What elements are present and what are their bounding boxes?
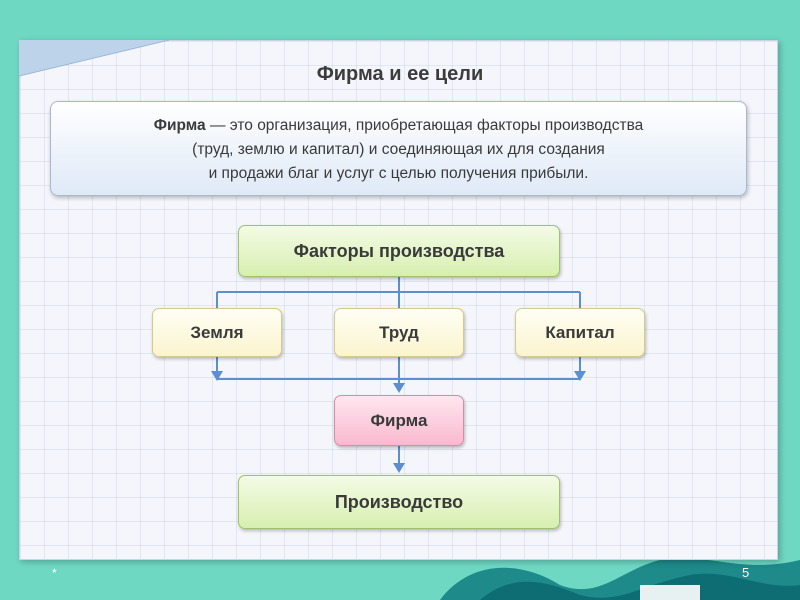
definition-box: Фирма — это организация, приобретающая ф… — [50, 101, 747, 196]
node-factors-of-production: Факторы производства — [238, 225, 560, 277]
node-production: Производство — [238, 475, 560, 529]
definition-term: Фирма — [153, 117, 206, 134]
definition-line-2: (труд, землю и капитал) и соединяющая их… — [192, 141, 605, 158]
node-labor: Труд — [334, 308, 464, 357]
page-title: Фирма и ее цели — [316, 63, 484, 85]
definition-line-3: и продажи благ и услуг с целью получения… — [208, 165, 589, 182]
definition-text-1: — это организация, приобретающая факторы… — [205, 117, 644, 134]
panel-corner-fold — [19, 40, 169, 77]
node-capital: Капитал — [515, 308, 645, 357]
definition-line-1: Фирма — это организация, приобретающая ф… — [51, 114, 746, 138]
page-number: 5 — [742, 565, 750, 580]
node-land: Земля — [152, 308, 282, 357]
node-firm: Фирма — [334, 395, 464, 446]
footer-mark: * — [52, 566, 57, 580]
